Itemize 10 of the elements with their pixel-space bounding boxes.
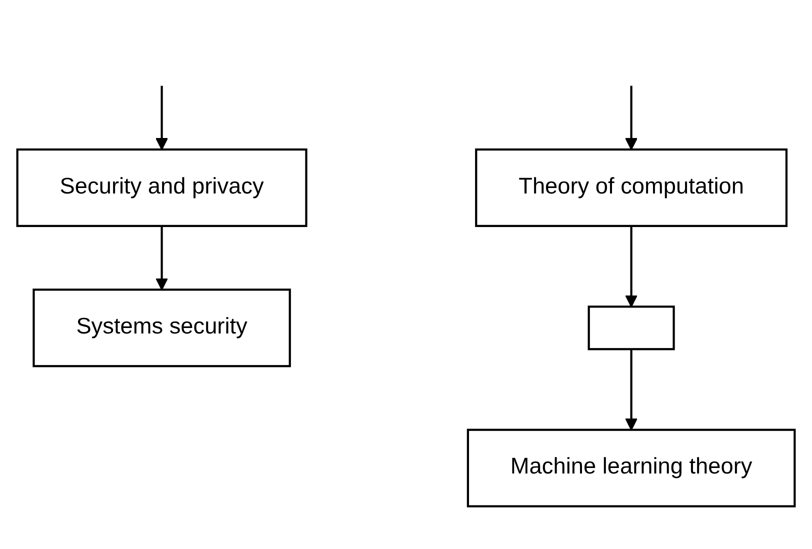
arrow xyxy=(156,85,168,150)
node-box: Machine learning theory xyxy=(466,428,796,508)
arrow xyxy=(625,226,638,307)
node-box: Security and privacy xyxy=(16,148,308,227)
arrow xyxy=(625,348,638,430)
arrow xyxy=(156,226,168,290)
node-box: Systems security xyxy=(32,288,291,367)
node-box: Theory of computation xyxy=(475,148,788,227)
node-box xyxy=(588,305,675,350)
arrow xyxy=(625,85,638,150)
